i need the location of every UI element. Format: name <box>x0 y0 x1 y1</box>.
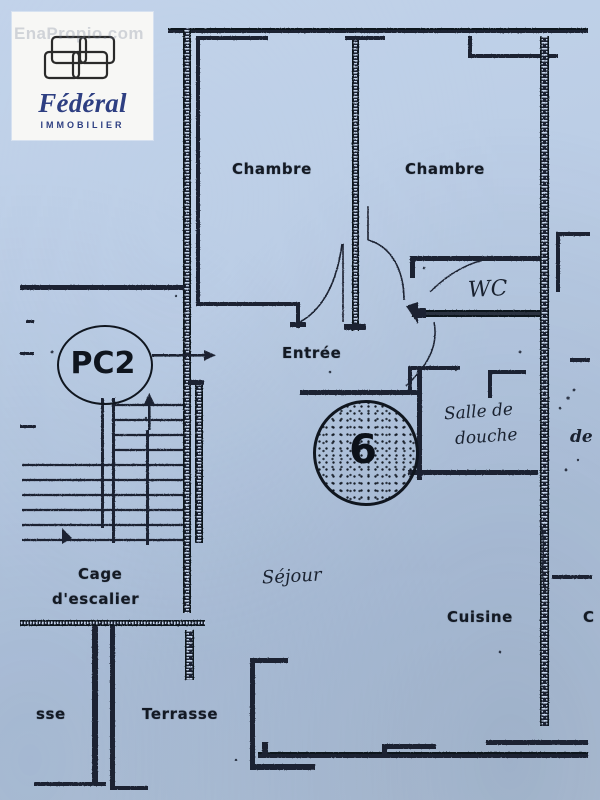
wall-wc <box>406 302 540 324</box>
wall-bottom-main <box>258 740 588 758</box>
room-label-chambre-right: Chambre <box>405 160 485 178</box>
door-swing-chambre-left <box>299 243 344 323</box>
wall-left-lower <box>183 338 191 613</box>
lot-number-marker-label: 6 <box>349 427 377 473</box>
pc2-marker-label: PC2 <box>70 345 136 381</box>
wall-top-right-niche <box>468 36 558 58</box>
wall-central-partition <box>344 36 385 331</box>
scan-specks <box>50 266 580 762</box>
agency-brand-name: Fédéral <box>38 88 127 118</box>
pc2-leader-line <box>101 398 104 528</box>
wall-right-small-room <box>556 232 590 362</box>
stair-direction-arrow <box>144 393 155 430</box>
staircase-stringer <box>112 398 149 545</box>
wall-left-exterior-stub <box>20 285 184 290</box>
room-label-sejour: Séjour <box>261 564 323 589</box>
wall-chambre-right-bottom <box>410 256 540 278</box>
annotation-crack-line <box>539 519 547 593</box>
room-label-wc: WC <box>467 275 509 304</box>
wall-right-main <box>540 36 549 726</box>
room-label-entree: Entrée <box>282 344 342 362</box>
wall-left-ticks <box>20 320 36 428</box>
wall-left-main <box>183 28 191 338</box>
wall-sejour-bottom <box>250 658 315 770</box>
pc2-marker-circle <box>57 325 153 405</box>
room-label-cage-escalier-line1: Cage <box>78 565 123 583</box>
door-swing-wc <box>429 257 493 293</box>
wall-sejour-divider <box>300 368 422 480</box>
agency-logo-card: Fédéral IMMOBILIER <box>12 12 153 140</box>
room-label-terrasse-edge: sse <box>36 705 66 723</box>
wall-stair-right <box>188 380 204 543</box>
door-swing-chambre-right <box>367 206 405 301</box>
lot-number-marker-circle <box>313 400 419 506</box>
room-label-de-edge: de <box>570 427 593 447</box>
room-label-cuisine: Cuisine <box>447 608 513 626</box>
wall-terrasse-bottom <box>34 782 148 790</box>
wall-salle-de-douche <box>408 366 538 475</box>
room-label-cuisine-edge: C <box>583 608 595 626</box>
wall-stair-foot <box>185 630 194 680</box>
staircase <box>22 403 183 542</box>
interlocking-squares-logo-icon <box>43 35 115 80</box>
wall-chambre-left-inner <box>196 36 306 328</box>
room-label-cage-escalier-line2: d'escalier <box>52 590 140 608</box>
staircase-up-marker <box>62 528 72 544</box>
entry-arrow <box>152 350 216 361</box>
wall-top <box>168 28 588 33</box>
agency-brand-subtitle: IMMOBILIER <box>40 120 125 130</box>
room-label-terrasse: Terrasse <box>142 705 219 723</box>
room-label-chambre-left: Chambre <box>232 160 312 178</box>
wall-terrasse-left <box>92 626 115 786</box>
wall-right-cuisine <box>552 575 592 579</box>
wall-terrasse-top <box>20 620 205 626</box>
